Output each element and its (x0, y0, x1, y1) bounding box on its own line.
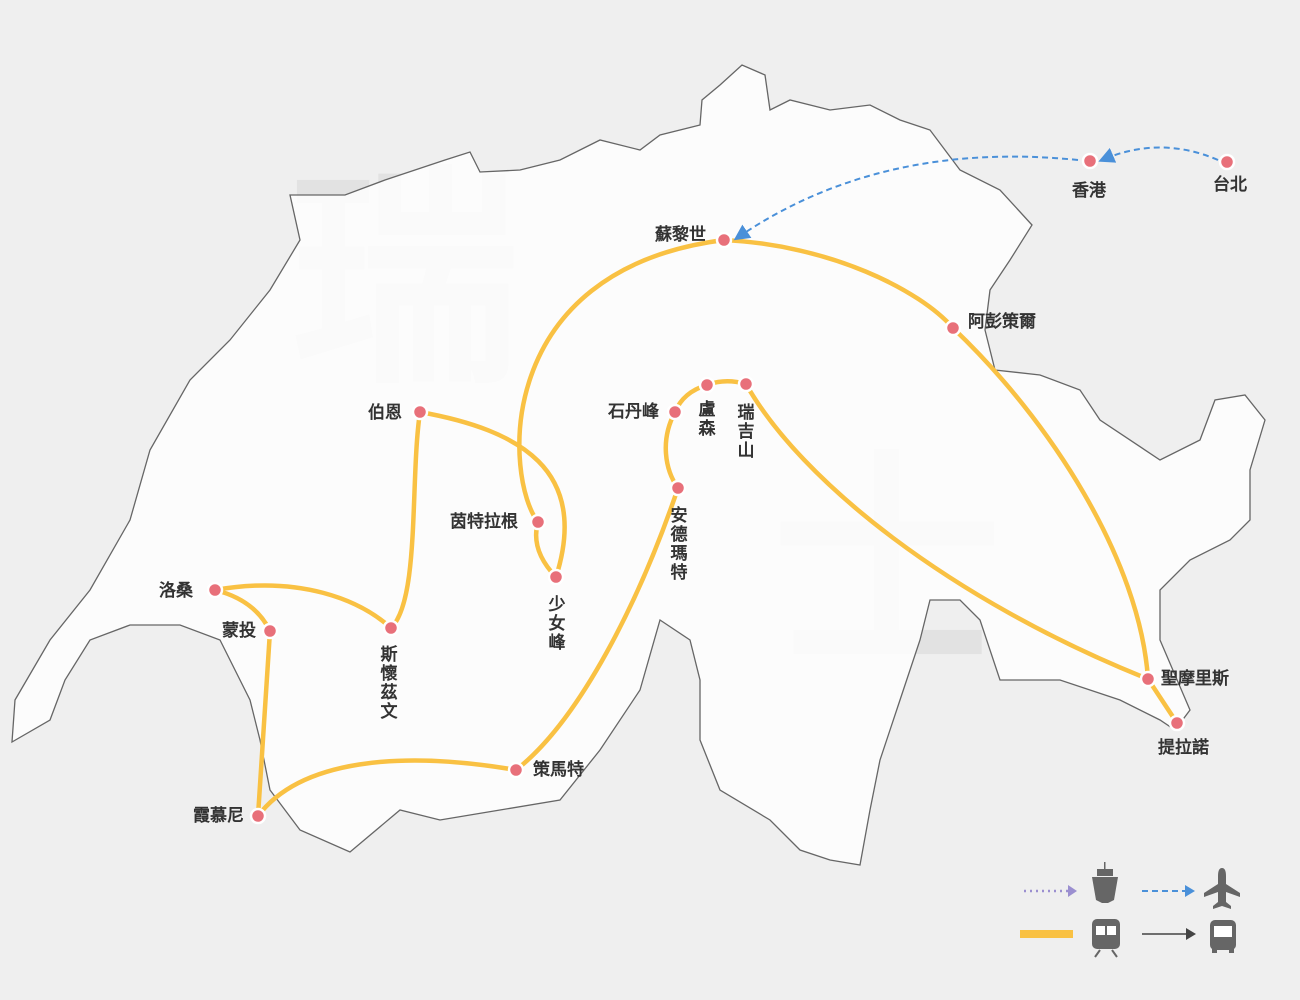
label-montreux: 蒙投 (222, 621, 256, 641)
stop-zermatt[interactable] (507, 761, 525, 779)
label-taipei: 台北 (1213, 175, 1247, 195)
rail-stmoritz-tirano (1145, 676, 1180, 726)
stop-taipei[interactable] (1218, 153, 1236, 171)
stop-bern[interactable] (411, 403, 429, 421)
label-hong-kong: 香港 (1072, 181, 1106, 201)
stop-interlaken[interactable] (529, 513, 547, 531)
legend (1020, 862, 1240, 958)
label-lausanne: 洛桑 (159, 581, 193, 601)
label-zermatt: 策馬特 (533, 760, 584, 780)
label-andermatt: 安德瑪特 (670, 506, 688, 583)
label-schwarzsee: 斯懷茲文 (380, 645, 398, 722)
rail-stmoritz-rigi (743, 381, 1151, 682)
bus-icon (1210, 920, 1236, 953)
stop-zurich[interactable] (715, 231, 733, 249)
stop-appenzell[interactable] (944, 319, 962, 337)
stop-jungfrau[interactable] (547, 568, 565, 586)
stop-stanserhorn[interactable] (666, 403, 684, 421)
label-st-moritz: 聖摩里斯 (1161, 669, 1229, 689)
rail-bern-interlaken (417, 409, 567, 582)
rail-zurich-interlaken (517, 237, 727, 525)
label-rigi: 瑞吉山 (737, 403, 755, 461)
label-appenzell: 阿彭策爾 (968, 312, 1036, 332)
flight-taipei-hongkong (1098, 146, 1219, 163)
rail-rigi-andermatt (663, 379, 749, 491)
stop-schwarzsee[interactable] (382, 619, 400, 637)
rail-zermatt-chamonix (255, 758, 519, 819)
rail-andermatt-zermatt (513, 485, 681, 773)
stop-montreux[interactable] (261, 622, 279, 640)
flight-hongkong-zurich (733, 155, 1079, 241)
label-tirano: 提拉諾 (1158, 738, 1209, 758)
label-interlaken: 茵特拉根 (450, 512, 518, 532)
label-bern: 伯恩 (368, 403, 402, 423)
train-icon (1092, 919, 1120, 958)
airplane-icon (1204, 868, 1240, 909)
label-jungfrau: 少女峰 (548, 595, 566, 653)
stop-st-moritz[interactable] (1139, 670, 1157, 688)
rail-lausanne-bern (212, 409, 423, 632)
label-stanserhorn: 石丹峰 (608, 402, 659, 422)
switzerland-outline (11, 64, 1266, 866)
stop-chamonix[interactable] (249, 807, 267, 825)
stop-andermatt[interactable] (669, 479, 687, 497)
rail-zurich-stmoritz (721, 237, 1151, 682)
stop-lucerne[interactable] (698, 376, 716, 394)
ship-icon (1092, 862, 1118, 903)
label-lucerne: 盧森 (698, 400, 716, 439)
stop-lausanne[interactable] (206, 581, 224, 599)
stop-rigi[interactable] (737, 375, 755, 393)
label-chamonix: 霞慕尼 (193, 806, 244, 826)
legend-rail-line (1020, 930, 1073, 938)
stop-tirano[interactable] (1168, 714, 1186, 732)
label-zurich: 蘇黎世 (655, 225, 706, 245)
stop-hong-kong[interactable] (1081, 152, 1099, 170)
